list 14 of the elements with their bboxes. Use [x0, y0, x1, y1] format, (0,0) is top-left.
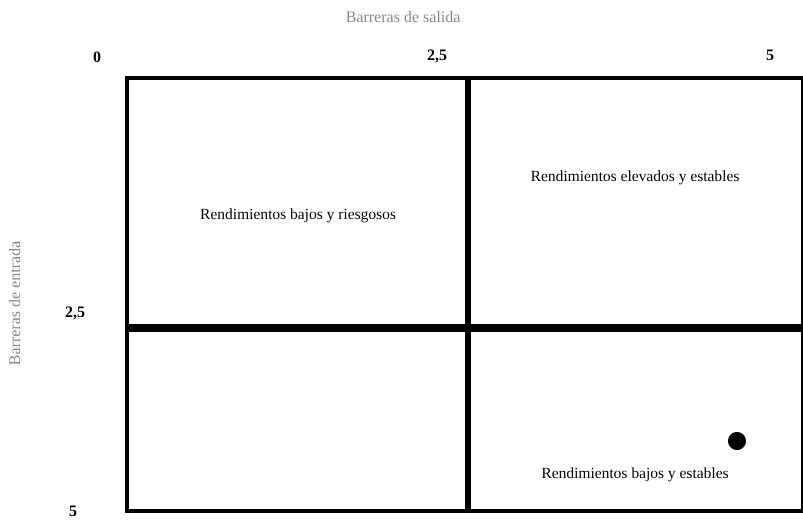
tick-label: 2,5	[65, 304, 85, 322]
quadrant-box	[125, 76, 471, 332]
tick-label: 2,5	[427, 47, 447, 65]
axis-title: Barreras de entrada	[7, 240, 25, 366]
quadrant-label: Rendimientos bajos y riesgosos	[199, 206, 397, 224]
quadrant-box	[125, 324, 471, 513]
tick-label: 5	[766, 47, 774, 65]
tick-label: 5	[69, 503, 77, 521]
tick-label: 0	[93, 49, 101, 67]
quadrant-box	[465, 324, 803, 513]
axis-title: Barreras de salida	[346, 9, 460, 27]
quadrant-box	[465, 76, 803, 332]
quadrant-label: Rendimientos bajos y estables	[540, 465, 730, 483]
quadrant-label: Rendimientos elevados y estables	[530, 168, 740, 186]
